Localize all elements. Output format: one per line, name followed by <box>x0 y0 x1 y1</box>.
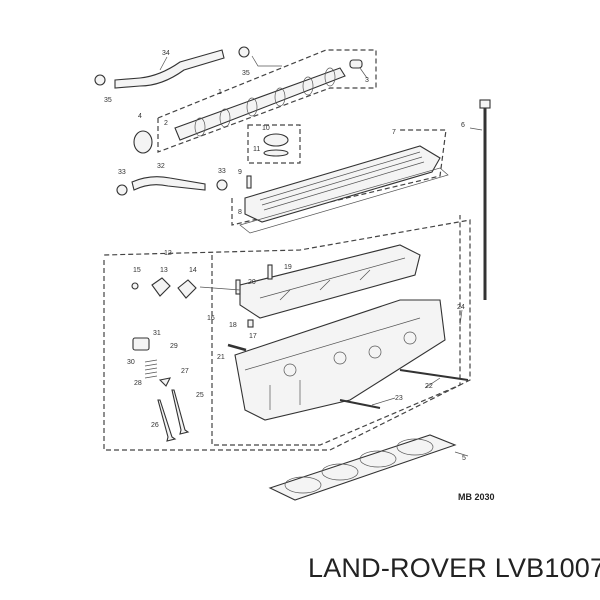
oil-seal-4 <box>133 130 153 154</box>
oil-cap-group-outline <box>247 124 301 164</box>
callout-10: 10 <box>262 125 270 132</box>
callout-22: 22 <box>425 383 433 390</box>
callout-24: 24 <box>457 304 465 311</box>
callout-35-left: 35 <box>104 97 112 104</box>
callout-13: 13 <box>160 267 168 274</box>
rocker-cover-group-outline <box>231 129 447 226</box>
callout-8: 8 <box>238 209 242 216</box>
callout-11: 11 <box>253 146 260 153</box>
hose-34 <box>114 49 225 89</box>
oil-filler-cap <box>263 133 289 147</box>
bolt-9 <box>246 175 252 189</box>
clamp-33-right <box>216 179 228 191</box>
bolt-15 <box>131 282 139 290</box>
callout-31: 31 <box>153 330 161 337</box>
cylinder-head <box>234 299 446 421</box>
plate-13 <box>151 277 171 297</box>
stud-22 <box>399 369 469 381</box>
callout-5: 5 <box>462 455 466 462</box>
callout-18: 18 <box>229 322 237 329</box>
callout-labels: 34 35 35 3 1 4 2 10 11 7 6 33 32 33 9 8 … <box>104 50 466 462</box>
tappet-31 <box>132 337 150 351</box>
callout-6: 6 <box>461 122 465 129</box>
callout-28: 28 <box>134 380 142 387</box>
callout-23: 23 <box>395 395 403 402</box>
callout-2: 2 <box>164 120 168 127</box>
seal-18 <box>247 319 254 328</box>
callout-17: 17 <box>249 333 257 340</box>
callout-4: 4 <box>138 113 142 120</box>
callout-9: 9 <box>238 169 242 176</box>
callout-1: 1 <box>218 89 222 96</box>
callout-30: 30 <box>127 359 135 366</box>
gasket-14 <box>177 279 197 299</box>
bolt-6-head <box>479 99 491 109</box>
callout-7: 7 <box>392 129 396 136</box>
camshaft-lobes <box>194 67 336 137</box>
callout-29: 29 <box>170 343 178 350</box>
callout-34: 34 <box>162 50 170 57</box>
camshaft <box>174 67 346 141</box>
callout-35-top: 35 <box>242 70 250 77</box>
clamp-35-top <box>238 46 250 58</box>
head-gasket-5 <box>268 434 457 501</box>
clamp-35 <box>94 74 106 86</box>
diagram-reference: MB 2030 <box>458 492 495 502</box>
callout-19: 19 <box>284 264 292 271</box>
callout-27: 27 <box>181 368 189 375</box>
cap-seal-11 <box>263 149 289 157</box>
valve-26 <box>157 399 177 442</box>
callout-26: 26 <box>151 422 159 429</box>
camshaft-group-outline <box>157 49 377 153</box>
rocker-cover-gasket <box>239 167 449 234</box>
gasket-bores <box>284 438 434 494</box>
hose-32 <box>131 176 206 191</box>
callout-3: 3 <box>365 77 369 84</box>
bolt-20 <box>235 279 241 295</box>
rocker-cover-ribs <box>259 151 425 211</box>
callout-25: 25 <box>196 392 204 399</box>
callout-16: 16 <box>207 315 215 322</box>
callout-14: 14 <box>189 267 197 274</box>
camshaft-carrier-outline <box>211 215 461 446</box>
callout-32: 32 <box>157 163 165 170</box>
callout-20: 20 <box>248 279 256 286</box>
carrier-details <box>259 257 406 301</box>
part-number-caption: LAND-ROVER LVB100760 <box>308 553 600 583</box>
cylinder-head-details <box>244 317 421 410</box>
leader-lines <box>159 55 483 457</box>
clamp-33-left <box>116 184 128 196</box>
plug-3 <box>349 59 363 69</box>
callout-33-left: 33 <box>118 169 126 176</box>
dowel-21 <box>227 343 247 352</box>
cylinder-head-group-outline <box>103 219 471 451</box>
callout-21: 21 <box>217 354 225 361</box>
stud-23 <box>339 399 381 409</box>
spring-seat-27 <box>158 377 171 387</box>
callout-15: 15 <box>133 267 141 274</box>
rocker-cover <box>244 145 441 223</box>
bolt-19 <box>267 264 273 280</box>
valve-25 <box>171 389 190 435</box>
callout-12: 12 <box>164 250 172 257</box>
camshaft-carrier <box>239 244 421 319</box>
callout-33-right: 33 <box>218 168 226 175</box>
valve-spring-28 <box>144 359 158 379</box>
